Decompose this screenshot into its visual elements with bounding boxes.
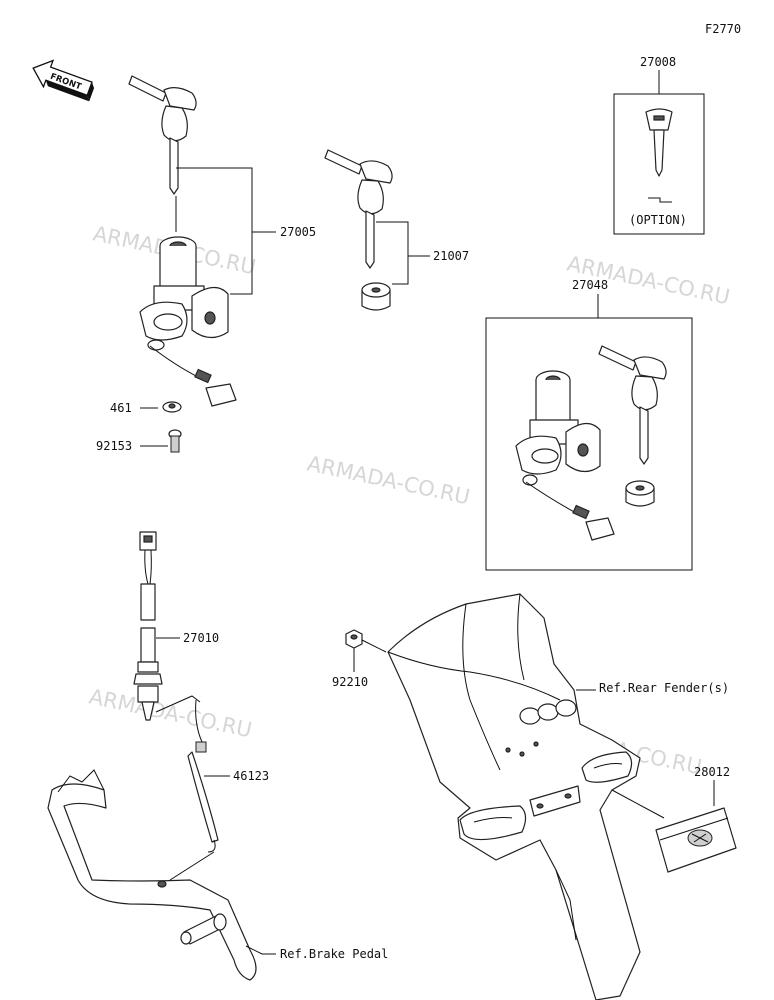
part-number-27048: 27048 [572,278,608,292]
lock-set-box [485,317,693,571]
part-number-27005: 27005 [280,225,316,239]
part-number-28012: 28012 [694,765,730,779]
lock-set-cap [625,480,655,507]
watermark: ARMADA-CO.RU [305,451,472,509]
blank-key-21007 [324,149,393,269]
ignition-key-upper [128,75,197,195]
ref-brake-pedal: Ref.Brake Pedal [280,947,388,961]
bracket-21007 [376,221,409,285]
part-number-92153: 92153 [96,439,132,453]
washer-461 [162,401,182,413]
bracket-27005 [176,167,253,295]
spring-46123 [155,695,219,853]
ignition-wire-connector [149,345,237,407]
ignition-switch-body [139,236,229,351]
front-arrow-icon: FRONT [32,59,95,102]
leader-line [611,789,665,819]
brake-pedal [47,769,257,981]
option-key-27008 [645,108,673,203]
leader-line [361,639,387,653]
rear-fender [387,593,641,1000]
leader-line [169,851,215,881]
figure-code: F2770 [705,22,741,36]
part-number-27010: 27010 [183,631,219,645]
reflector-28012 [655,807,737,873]
part-number-46123: 46123 [233,769,269,783]
watermark: ARMADA-CO.RU [87,684,254,742]
leader-line [245,945,276,955]
screw-92153 [168,429,182,453]
option-key-box [613,93,705,235]
nut-92210 [345,629,363,649]
brake-light-switch-27010 [133,531,163,721]
option-label: (OPTION) [629,213,687,227]
part-number-27008: 27008 [640,55,676,69]
part-number-21007: 21007 [433,249,469,263]
part-number-461: 461 [110,401,132,415]
key-cap-21007 [361,282,391,311]
lock-set-switch [515,370,615,541]
lock-set-key [598,345,667,465]
part-number-92210: 92210 [332,675,368,689]
ref-rear-fender: Ref.Rear Fender(s) [599,681,729,695]
